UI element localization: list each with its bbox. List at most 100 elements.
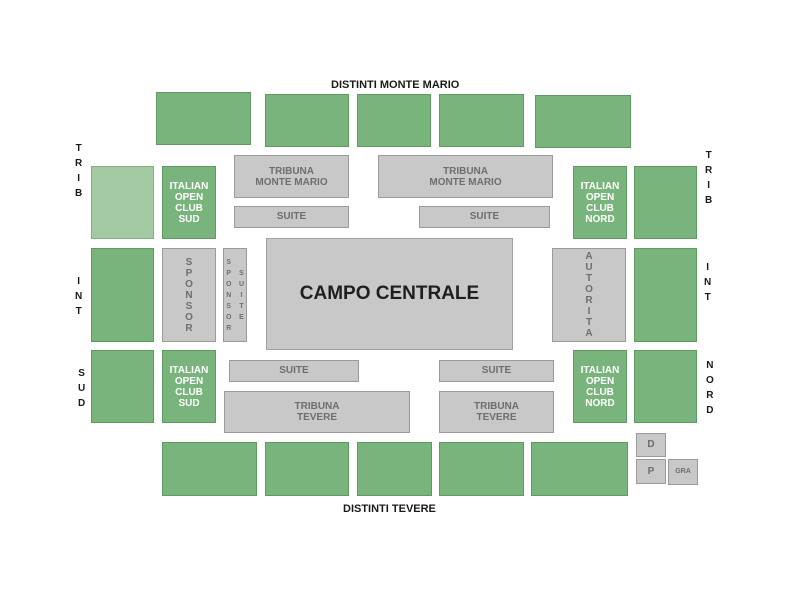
side-letter: N (706, 360, 714, 371)
sector-distinti-tevere-3[interactable] (357, 442, 432, 496)
vertical-letter: T (585, 317, 593, 328)
section-label-line: CLUB (586, 202, 614, 214)
vertical-letter: T (239, 302, 244, 310)
sector-int-left[interactable] (91, 248, 154, 342)
vertical-letter: S (185, 300, 193, 312)
section-label-line: NORD (585, 213, 615, 225)
campo-centrale[interactable]: CAMPO CENTRALE (266, 238, 513, 350)
section-label-line: CLUB (175, 202, 203, 214)
section-label-line: TRIBUNA (474, 401, 519, 412)
vertical-letter: A (585, 328, 593, 339)
sector-trib-sud-left[interactable] (91, 166, 154, 239)
sector-distinti-mm-2[interactable] (265, 94, 349, 147)
sector-int-right[interactable] (634, 248, 697, 342)
vertical-letter: S (185, 256, 193, 268)
sector-gra[interactable]: GRA (668, 459, 698, 485)
vertical-letter: N (185, 289, 193, 301)
sector-sud-left[interactable] (91, 350, 154, 423)
side-letter: N (704, 277, 712, 288)
section-label-line: ITALIAN (580, 180, 620, 192)
sector-nord-right[interactable] (634, 350, 697, 423)
suite-top-left[interactable]: SUITE (234, 206, 349, 228)
side-letter: B (75, 188, 83, 199)
side-letter: I (77, 173, 80, 184)
side-letter: T (75, 143, 82, 154)
side-letter: I (706, 262, 709, 273)
sector-distinti-tevere-2[interactable] (265, 442, 349, 496)
sector-distinti-tevere-1[interactable] (162, 442, 257, 496)
side-letter: S (78, 368, 85, 379)
side-letter: U (78, 383, 86, 394)
vertical-letter: P (185, 267, 193, 279)
sector-distinti-mm-3[interactable] (357, 94, 431, 147)
side-letter: T (75, 306, 82, 317)
side-letter: R (706, 390, 714, 401)
vertical-letter: O (226, 313, 232, 321)
vertical-letter: U (585, 262, 593, 273)
section-label-line: TEVERE (296, 412, 337, 423)
section-label-line: TEVERE (476, 412, 517, 423)
sector-p[interactable]: P (636, 459, 666, 484)
vertical-letter: I (240, 291, 243, 299)
vertical-letter: R (185, 322, 193, 334)
vertical-letter: O (226, 280, 232, 288)
vertical-letter: O (585, 284, 593, 295)
section-label-line: OPEN (585, 191, 615, 203)
side-letter: R (75, 158, 83, 169)
vertical-letter: I (587, 306, 591, 317)
suite-bottom-left[interactable]: SUITE (229, 360, 359, 382)
section-label-line: NORD (585, 397, 615, 409)
vertical-letter: T (585, 273, 593, 284)
section-label-line: ITALIAN (580, 364, 620, 376)
section-label-line: MONTE MARIO (429, 176, 502, 188)
vertical-letter: R (585, 295, 593, 306)
side-letter: D (78, 398, 86, 409)
suite-top-right[interactable]: SUITE (419, 206, 550, 228)
section-label-line: TRIBUNA (443, 165, 488, 177)
side-letter: N (75, 291, 83, 302)
vertical-letter: N (226, 291, 232, 299)
sector-distinti-mm-1[interactable] (156, 92, 251, 145)
section-label-line: OPEN (174, 191, 204, 203)
sector-distinti-tevere-5[interactable] (531, 442, 628, 496)
vertical-letter: S (226, 258, 232, 266)
sector-distinti-mm-5[interactable] (535, 95, 631, 148)
side-letter: B (705, 195, 713, 206)
vertical-letter: P (226, 269, 232, 277)
sector-trib-nord-right[interactable] (634, 166, 697, 239)
sector-distinti-mm-4[interactable] (439, 94, 524, 147)
suite-bottom-right[interactable]: SUITE (439, 360, 554, 382)
section-label-line: ITALIAN (169, 364, 209, 376)
vertical-letter: S (239, 269, 244, 277)
side-letter: I (77, 276, 80, 287)
vertical-letter: O (185, 311, 193, 323)
sector-distinti-tevere-4[interactable] (439, 442, 524, 496)
section-label-line: TRIBUNA (294, 401, 340, 412)
vertical-letter: E (239, 313, 244, 321)
vertical-letter: A (585, 251, 593, 262)
section-label-line: MONTE MARIO (255, 176, 328, 188)
section-label-line: CLUB (175, 386, 203, 398)
section-label-line: ITALIAN (169, 180, 209, 192)
label-distinti-monte-mario: DISTINTI MONTE MARIO (331, 79, 460, 91)
sector-d[interactable]: D (636, 433, 666, 457)
section-label-line: TRIBUNA (269, 165, 314, 177)
section-label-line: OPEN (585, 375, 615, 387)
